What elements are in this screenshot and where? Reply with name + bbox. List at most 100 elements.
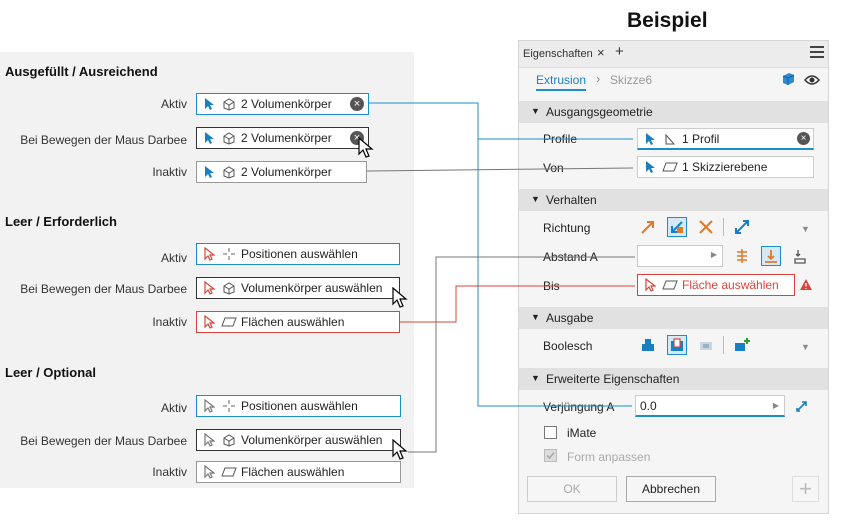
solid-body-icon	[221, 164, 237, 180]
mouse-cursor-icon	[392, 287, 408, 308]
to-selector[interactable]: Fläche auswählen	[637, 274, 795, 296]
visibility-eye-icon[interactable]	[804, 74, 820, 86]
join-button[interactable]	[638, 335, 658, 355]
breadcrumb-separator: ›	[596, 71, 601, 86]
state-label-active: Aktiv	[160, 401, 187, 415]
chevron-right-icon[interactable]: ▶	[710, 250, 717, 259]
direction-label: Richtung	[543, 221, 591, 235]
selector-filled-hover[interactable]: 2 Volumenkörper ×	[196, 127, 369, 149]
profile-icon	[662, 131, 678, 147]
example-heading: Beispiel	[627, 9, 708, 32]
profile-label: Profile	[543, 132, 578, 146]
state-label-inactive: Inaktiv	[152, 315, 187, 329]
breadcrumb-sketch[interactable]: Skizze6	[610, 73, 653, 87]
from-label: Von	[543, 161, 564, 175]
boolean-label: Boolesch	[543, 339, 593, 353]
toolbar-separator	[723, 336, 724, 354]
section-advanced[interactable]: ▼ Erweiterte Eigenschaften	[519, 368, 828, 390]
breadcrumb-extrusion[interactable]: Extrusion	[536, 73, 587, 91]
selector-optional-active[interactable]: Positionen auswählen	[196, 395, 401, 417]
chevron-down-icon[interactable]: ▼	[801, 224, 810, 234]
distance-mode-button[interactable]	[732, 246, 752, 266]
menu-icon[interactable]	[810, 46, 824, 61]
select-arrow-icon	[201, 464, 217, 480]
selector-required-hover[interactable]: Volumenkörper auswählen	[196, 277, 400, 299]
selector-filled-active[interactable]: 2 Volumenkörper ×	[196, 93, 369, 115]
select-arrow-icon	[201, 432, 217, 448]
toolbar-separator	[723, 218, 724, 236]
state-label-inactive: Inaktiv	[152, 165, 187, 179]
selector-filled-inactive[interactable]: 2 Volumenkörper	[196, 161, 367, 183]
new-solid-button[interactable]	[732, 335, 752, 355]
apply-add-button[interactable]: +	[792, 476, 819, 502]
select-arrow-icon	[201, 280, 217, 296]
collapse-icon: ▼	[531, 194, 540, 204]
to-label: Bis	[543, 279, 560, 293]
solid-body-icon	[221, 280, 237, 296]
profile-selector[interactable]: 1 Profil ×	[637, 128, 814, 150]
selector-text: Positionen auswählen	[241, 247, 358, 261]
selector-text: Volumenkörper auswählen	[241, 281, 383, 295]
taper-input[interactable]: 0.0 ▶	[635, 395, 785, 417]
clear-selection-icon[interactable]: ×	[797, 132, 810, 145]
panel-header: Eigenschaften × +	[519, 41, 828, 68]
add-tab-icon[interactable]: +	[615, 43, 624, 60]
collapse-icon: ▼	[531, 312, 540, 322]
select-arrow-icon	[642, 277, 658, 293]
select-arrow-icon	[201, 130, 217, 146]
face-icon	[221, 464, 237, 480]
solid-body-icon	[221, 130, 237, 146]
direction-symmetric-button[interactable]	[696, 217, 716, 237]
selector-text: 2 Volumenkörper	[241, 97, 332, 111]
close-tab-icon[interactable]: ×	[597, 45, 605, 60]
point-position-icon	[221, 398, 237, 414]
direction-flipped-button[interactable]	[667, 217, 687, 237]
selector-optional-inactive[interactable]: Flächen auswählen	[196, 461, 401, 483]
selector-optional-hover[interactable]: Volumenkörper auswählen	[196, 429, 401, 451]
select-arrow-icon	[201, 164, 217, 180]
match-shape-checkbox[interactable]	[544, 449, 557, 462]
direction-default-button[interactable]	[638, 217, 658, 237]
section-title-optional: Leer / Optional	[5, 365, 97, 380]
point-position-icon	[221, 246, 237, 262]
cancel-button[interactable]: Abbrechen	[626, 476, 716, 502]
ok-button[interactable]: OK	[527, 476, 617, 502]
select-arrow-icon	[201, 246, 217, 262]
state-label-inactive: Inaktiv	[152, 465, 187, 479]
state-label-hover: Bei Bewegen der Maus Darbee	[20, 282, 187, 296]
intersect-button[interactable]	[696, 335, 716, 355]
section-input-geometry[interactable]: ▼ Ausgangsgeometrie	[519, 101, 828, 123]
distance-input[interactable]: ▶	[637, 245, 723, 267]
face-icon	[221, 314, 237, 330]
mouse-cursor-icon	[358, 137, 374, 158]
section-output[interactable]: ▼ Ausgabe	[519, 307, 828, 329]
section-title-filled: Ausgefüllt / Ausreichend	[5, 64, 158, 79]
solid-body-icon	[221, 432, 237, 448]
properties-panel: Eigenschaften × + Extrusion › Skizze6 ▼ …	[518, 40, 829, 514]
state-label-hover: Bei Bewegen der Maus Darbee	[20, 434, 187, 448]
selector-text: 2 Volumenkörper	[241, 165, 332, 179]
select-arrow-icon	[201, 314, 217, 330]
flip-taper-icon[interactable]	[795, 399, 809, 413]
select-arrow-icon	[201, 96, 217, 112]
imate-checkbox[interactable]	[544, 426, 557, 439]
from-selector[interactable]: 1 Skizzierebene	[637, 156, 814, 178]
warning-icon	[800, 279, 812, 290]
chevron-down-icon[interactable]: ▼	[801, 342, 810, 352]
selector-text: Flächen auswählen	[241, 465, 345, 479]
chevron-right-icon[interactable]: ▶	[772, 401, 779, 410]
to-face-button[interactable]	[790, 246, 810, 266]
state-label-active: Aktiv	[160, 97, 187, 111]
selector-text: Volumenkörper auswählen	[241, 433, 383, 447]
direction-asymmetric-button[interactable]	[732, 217, 752, 237]
state-label-hover: Bei Bewegen der Maus Darbee	[20, 133, 187, 147]
section-behavior[interactable]: ▼ Verhalten	[519, 189, 828, 211]
select-arrow-icon	[642, 159, 658, 175]
selector-required-inactive[interactable]: Flächen auswählen	[196, 311, 400, 333]
to-next-button[interactable]	[761, 246, 781, 266]
selector-text: Flächen auswählen	[241, 315, 345, 329]
cut-button[interactable]	[667, 335, 687, 355]
tab-properties[interactable]: Eigenschaften	[523, 48, 593, 60]
clear-selection-icon[interactable]: ×	[350, 97, 364, 111]
selector-required-active[interactable]: Positionen auswählen	[196, 243, 400, 265]
